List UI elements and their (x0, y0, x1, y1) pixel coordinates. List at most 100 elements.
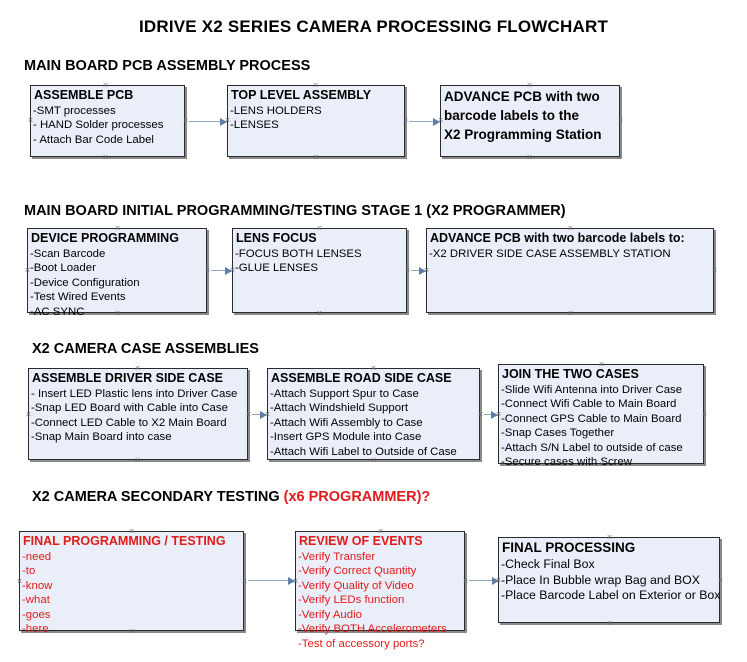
handle-right-icon[interactable] (477, 411, 484, 418)
handle-top-icon[interactable] (370, 365, 377, 372)
handle-top-icon[interactable] (526, 82, 533, 89)
flow-box-title: DEVICE PROGRAMMING (31, 231, 179, 245)
flow-box-item: -need (22, 550, 52, 563)
handle-bottom-icon[interactable] (102, 154, 109, 161)
handle-left-icon[interactable] (16, 578, 23, 585)
flow-box-assemble-pcb[interactable]: ASSEMBLE PCB -SMT processes - HAND Solde… (30, 85, 185, 157)
flow-box-item: -LENS HOLDERS (230, 104, 322, 117)
handle-bottom-icon[interactable] (312, 154, 319, 161)
handle-right-icon[interactable] (462, 578, 469, 585)
flow-box-items: -FOCUS BOTH LENSES -GLUE LENSES (233, 247, 406, 276)
section-heading-accent-text: (x6 PROGRAMMER)? (283, 489, 431, 505)
handle-bottom-icon[interactable] (526, 154, 533, 161)
handle-right-icon[interactable] (204, 267, 211, 274)
handle-top-icon[interactable] (316, 225, 323, 232)
handle-left-icon[interactable] (495, 411, 502, 418)
handle-left-icon[interactable] (423, 267, 430, 274)
section-heading-x2-camera-secondary-testing: X2 CAMERA SECONDARY TESTING (x6 PROGRAMM… (32, 489, 430, 505)
flow-box-item: -Verify Transfer (298, 550, 376, 563)
flow-box-item: -Scan Barcode (30, 247, 106, 260)
flow-box-item: -to (22, 565, 36, 578)
flow-box-items: - Insert LED Plastic lens into Driver Ca… (29, 387, 247, 445)
flow-box-item: -Connect LED Cable to X2 Main Board (31, 416, 227, 429)
flow-box-items: -Scan Barcode -Boot Loader -Device Confi… (28, 247, 206, 319)
handle-left-icon[interactable] (24, 267, 31, 274)
handle-top-icon[interactable] (102, 82, 109, 89)
handle-right-icon[interactable] (717, 577, 724, 584)
handle-bottom-icon[interactable] (377, 628, 384, 635)
handle-right-icon[interactable] (617, 117, 624, 124)
flow-box-item: -Verify Correct Quantity (298, 565, 417, 578)
flow-box-item-overflow: -Test of accessory ports? (298, 637, 425, 650)
handle-top-icon[interactable] (377, 528, 384, 535)
flow-box-device-programming[interactable]: DEVICE PROGRAMMING -Scan Barcode -Boot L… (24, 225, 207, 318)
handle-top-icon[interactable] (312, 82, 319, 89)
handle-left-icon[interactable] (437, 117, 444, 124)
flow-box-title-line2: barcode labels to the (444, 107, 580, 123)
handle-bottom-icon[interactable] (370, 457, 377, 464)
handle-right-icon[interactable] (241, 578, 248, 585)
handle-right-icon[interactable] (711, 267, 718, 274)
handle-top-icon[interactable] (567, 225, 574, 232)
flow-box-item: -LENSES (230, 119, 279, 132)
flow-box-item: -what (22, 594, 50, 607)
flow-box-final-programming-testing[interactable]: FINAL PROGRAMMING / TESTING -need -to -k… (16, 528, 244, 635)
handle-bottom-icon[interactable] (128, 628, 135, 635)
flow-box-title: ASSEMBLE ROAD SIDE CASE (271, 371, 452, 385)
flow-box-item: -Snap LED Board with Cable into Case (31, 402, 228, 415)
flow-box-advance-pcb-driver-side[interactable]: ADVANCE PCB with two barcode labels to: … (426, 228, 714, 313)
handle-top-icon[interactable] (598, 361, 605, 368)
handle-left-icon[interactable] (25, 411, 32, 418)
flow-box-assemble-driver-side-case[interactable]: ASSEMBLE DRIVER SIDE CASE - Insert LED P… (28, 368, 248, 460)
handle-left-icon[interactable] (495, 577, 502, 584)
flow-box-items: -Attach Support Spur to Case -Attach Win… (268, 387, 479, 459)
flow-box-top-level-assembly[interactable]: TOP LEVEL ASSEMBLY -LENS HOLDERS -LENSES (227, 85, 405, 157)
connector-assemble-pcb-to-top-level-assembly (189, 117, 227, 126)
handle-left-icon[interactable] (27, 117, 34, 124)
handle-right-icon[interactable] (404, 267, 411, 274)
flow-box-item: -Slide Wifi Antenna into Driver Case (501, 383, 683, 396)
section-heading-main-board-initial-programming: MAIN BOARD INITIAL PROGRAMMING/TESTING S… (24, 203, 566, 219)
handle-bottom-icon[interactable] (567, 310, 574, 317)
flow-box-item: -Attach Wifi Label to Outside of Case (270, 445, 457, 458)
handle-right-icon[interactable] (402, 117, 409, 124)
flow-box-item: -Place Barcode Label on Exterior or Box (501, 588, 721, 603)
handle-bottom-icon[interactable] (598, 461, 605, 468)
section-heading-text: MAIN BOARD PCB ASSEMBLY PROCESS (24, 58, 311, 74)
handle-left-icon[interactable] (264, 411, 271, 418)
flow-box-lens-focus[interactable]: LENS FOCUS -FOCUS BOTH LENSES -GLUE LENS… (232, 228, 407, 313)
flow-box-title: TOP LEVEL ASSEMBLY (231, 88, 372, 102)
handle-top-icon[interactable] (128, 528, 135, 535)
flow-box-item: - Attach Bar Code Label (33, 133, 154, 146)
flow-box-title-line3: X2 Programming Station (444, 126, 602, 142)
handle-top-icon[interactable] (114, 225, 121, 232)
handle-right-icon[interactable] (182, 117, 189, 124)
handle-bottom-icon[interactable] (606, 620, 613, 627)
flow-box-item: -Connect Wifi Cable to Main Board (501, 398, 677, 411)
flow-box-item: -Attach S/N Label to outside of case (501, 441, 683, 454)
handle-top-icon[interactable] (134, 365, 141, 372)
flow-box-final-processing[interactable]: FINAL PROCESSING -Check Final Box -Place… (498, 537, 720, 623)
handle-left-icon[interactable] (229, 267, 236, 274)
flow-box-join-the-two-cases[interactable]: JOIN THE TWO CASES -Slide Wifi Antenna i… (495, 361, 704, 468)
flow-box-item: -Attach Windshield Support (270, 402, 409, 415)
handle-left-icon[interactable] (224, 117, 231, 124)
flow-box-item: -GLUE LENSES (235, 262, 318, 275)
handle-bottom-icon[interactable] (114, 310, 121, 317)
handle-bottom-icon[interactable] (134, 457, 141, 464)
handle-left-icon[interactable] (292, 578, 299, 585)
flow-box-item: -Verify BOTH Accelerometers (298, 623, 447, 636)
handle-bottom-icon[interactable] (316, 310, 323, 317)
flow-box-assemble-road-side-case[interactable]: ASSEMBLE ROAD SIDE CASE -Attach Support … (267, 368, 480, 460)
flow-box-title: FINAL PROCESSING (502, 540, 636, 555)
flow-box-item: - HAND Solder processes (33, 119, 164, 132)
handle-right-icon[interactable] (701, 411, 708, 418)
handle-right-icon[interactable] (245, 411, 252, 418)
flow-box-item: -Snap Cases Together (501, 427, 615, 440)
flow-box-item: -Check Final Box (501, 556, 595, 571)
handle-top-icon[interactable] (606, 534, 613, 541)
flow-box-item: - Insert LED Plastic lens into Driver Ca… (31, 387, 238, 400)
flow-box-review-of-events[interactable]: REVIEW OF EVENTS -Verify Transfer -Verif… (292, 528, 465, 650)
flow-box-advance-pcb-programming-station[interactable]: ADVANCE PCB with two barcode labels to t… (440, 85, 620, 157)
flow-box-item: -Snap Main Board into case (31, 431, 172, 444)
